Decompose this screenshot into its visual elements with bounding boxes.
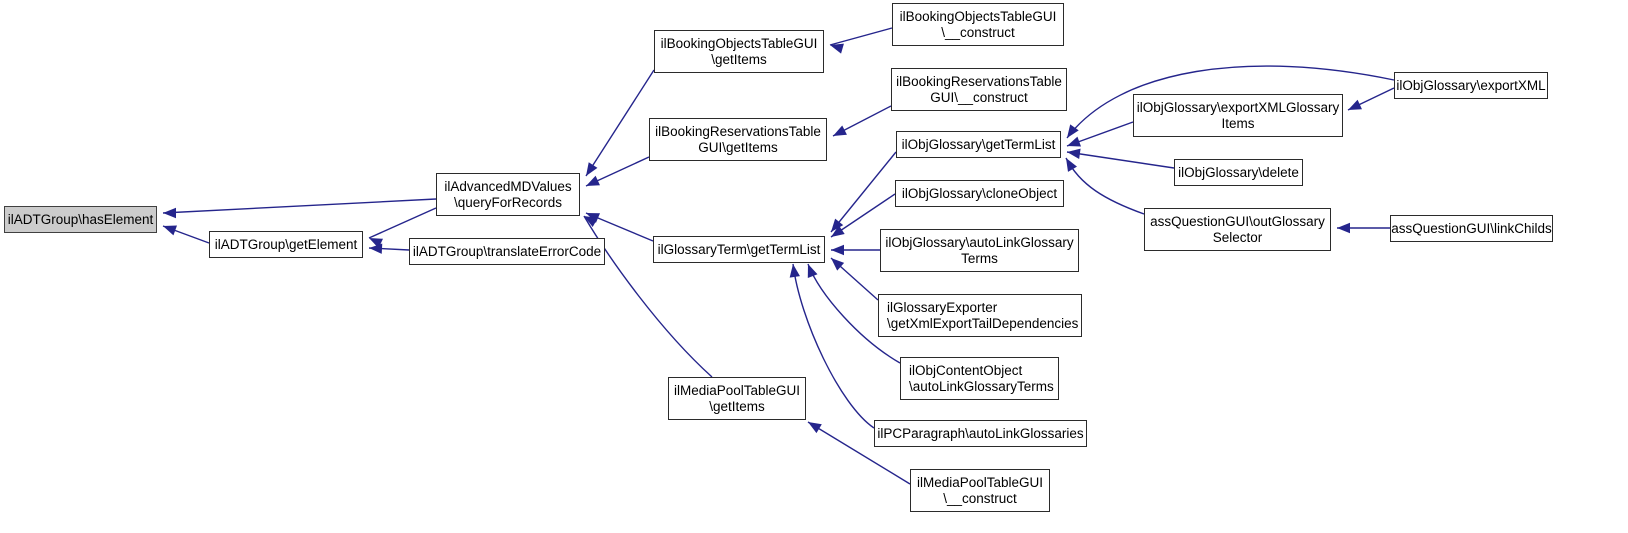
arrowhead-queryForRecords-to-hasElement (163, 207, 176, 219)
arrowhead-outGlossarySelector-to-objGlossaryGetTermList (1066, 158, 1078, 172)
graph-node-objGlossaryCloneObject[interactable]: ilObjGlossary\cloneObject (895, 180, 1064, 207)
graph-node-bookingObjectsGetItems[interactable]: ilBookingObjectsTableGUI \getItems (654, 30, 824, 73)
arrowhead-getElement-to-hasElement (163, 225, 177, 236)
graph-node-exportXML[interactable]: ilObjGlossary\exportXML (1394, 72, 1548, 99)
arrowhead-exportXMLGlossaryItems-to-objGlossaryGetTermList (1067, 136, 1081, 147)
edge-bookingObjectsConstruct-to-bookingObjectsGetItems (829, 27, 893, 46)
graph-node-queryForRecords[interactable]: ilAdvancedMDValues \queryForRecords (436, 173, 580, 216)
arrowhead-bookingObjectsConstruct-to-bookingObjectsGetItems (830, 43, 844, 54)
arrowhead-objGlossaryDelete-to-objGlossaryGetTermList (1067, 148, 1081, 159)
graph-node-mediaPoolConstruct[interactable]: ilMediaPoolTableGUI \__construct (910, 469, 1050, 512)
graph-node-glossaryTermGetTermList[interactable]: ilGlossaryTerm\getTermList (653, 236, 825, 263)
arrowhead-objGlossaryGetTermList-to-glossaryTermGetTermList (831, 218, 844, 232)
graph-node-hasElement[interactable]: ilADTGroup\hasElement (4, 206, 157, 233)
arrowhead-objGlossaryCloneObject-to-glossaryTermGetTermList (831, 225, 845, 237)
graph-node-glossaryExporter[interactable]: ilGlossaryExporter \getXmlExportTailDepe… (878, 294, 1082, 337)
edge-queryForRecords-to-getElement (368, 207, 437, 239)
graph-node-exportXMLGlossaryItems[interactable]: ilObjGlossary\exportXMLGlossary Items (1133, 94, 1343, 137)
edge-bookingObjectsGetItems-to-queryForRecords (585, 69, 655, 177)
graph-node-objContentObject[interactable]: ilObjContentObject \autoLinkGlossaryTerm… (900, 357, 1059, 400)
graph-node-translateErrorCode[interactable]: ilADTGroup\translateErrorCode (409, 238, 605, 265)
graph-node-objGlossaryGetTermList[interactable]: ilObjGlossary\getTermList (896, 131, 1061, 158)
arrowhead-objContentObject-to-glossaryTermGetTermList (807, 264, 818, 279)
arrowhead-mediaPoolGetItems-to-queryForRecords (584, 216, 598, 228)
edge-objGlossaryDelete-to-objGlossaryGetTermList (1066, 151, 1175, 169)
arrowhead-bookingResGetItems-to-queryForRecords (586, 175, 600, 186)
arrowhead-mediaPoolConstruct-to-mediaPoolGetItems (808, 422, 822, 434)
graph-node-linkChilds[interactable]: assQuestionGUI\linkChilds (1390, 215, 1553, 242)
graph-node-outGlossarySelector[interactable]: assQuestionGUI\outGlossary Selector (1144, 208, 1331, 251)
arrowhead-bookingObjectsGetItems-to-queryForRecords (586, 162, 598, 176)
edge-objGlossaryGetTermList-to-glossaryTermGetTermList (830, 151, 897, 233)
graph-node-bookingResConstruct[interactable]: ilBookingReservationsTable GUI\__constru… (891, 68, 1067, 111)
edge-mediaPoolGetItems-to-queryForRecords (583, 215, 713, 378)
graph-node-mediaPoolGetItems[interactable]: ilMediaPoolTableGUI \getItems (668, 377, 806, 420)
graph-node-bookingResGetItems[interactable]: ilBookingReservationsTable GUI\getItems (649, 118, 827, 161)
arrowhead-objGlossaryAutoLink-to-glossaryTermGetTermList (831, 244, 844, 256)
arrowhead-pcParagraph-to-glossaryTermGetTermList (789, 264, 800, 278)
arrowhead-glossaryExporter-to-glossaryTermGetTermList (831, 258, 845, 271)
graph-node-getElement[interactable]: ilADTGroup\getElement (209, 231, 363, 258)
graph-node-objGlossaryAutoLink[interactable]: ilObjGlossary\autoLinkGlossary Terms (880, 229, 1079, 272)
graph-node-pcParagraph[interactable]: ilPCParagraph\autoLinkGlossaries (874, 420, 1087, 447)
graph-node-objGlossaryDelete[interactable]: ilObjGlossary\delete (1174, 159, 1303, 186)
arrowhead-bookingResConstruct-to-bookingResGetItems (833, 125, 847, 136)
arrowhead-exportXML-to-exportXMLGlossaryItems (1348, 99, 1362, 110)
edge-pcParagraph-to-glossaryTermGetTermList (792, 263, 875, 429)
arrowhead-translateErrorCode-to-getElement (369, 243, 383, 254)
graph-node-bookingObjectsConstruct[interactable]: ilBookingObjectsTableGUI \__construct (892, 3, 1064, 46)
edge-outGlossarySelector-to-objGlossaryGetTermList (1065, 157, 1145, 215)
edge-queryForRecords-to-hasElement (162, 198, 437, 214)
arrowhead-exportXML-to-objGlossaryGetTermList (1067, 124, 1079, 138)
edge-mediaPoolConstruct-to-mediaPoolGetItems (807, 421, 911, 485)
arrowhead-linkChilds-to-outGlossarySelector (1337, 222, 1350, 234)
edge-exportXML-to-objGlossaryGetTermList (1066, 65, 1395, 139)
